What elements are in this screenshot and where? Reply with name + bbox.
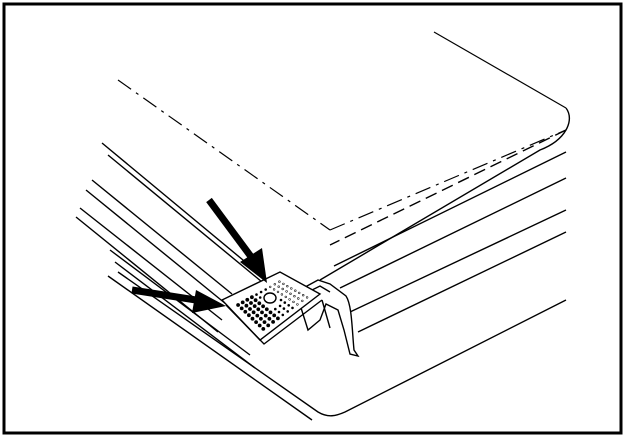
pattern-dot	[273, 283, 276, 286]
pattern-dot	[281, 313, 285, 317]
pattern-dot	[252, 304, 257, 308]
pattern-dot	[255, 293, 258, 296]
pattern-dot	[276, 316, 280, 321]
pattern-dot	[281, 287, 284, 291]
pattern-dot	[279, 298, 283, 302]
pattern-dot	[264, 288, 268, 291]
pattern-dot	[259, 290, 263, 294]
pattern-dot	[289, 292, 292, 295]
screw-hole	[263, 292, 277, 304]
pattern-dot	[282, 307, 286, 310]
pattern-dot	[283, 301, 287, 304]
pattern-dot	[236, 303, 241, 307]
pattern-dot	[248, 307, 252, 311]
pattern-dot	[250, 295, 254, 300]
pattern-dot	[256, 307, 261, 312]
pattern-dot	[291, 306, 294, 310]
pattern-dot	[264, 307, 269, 312]
pattern-dot	[278, 304, 282, 308]
pattern-dot	[278, 280, 281, 283]
pattern-dot	[272, 288, 276, 291]
pattern-dot	[305, 296, 309, 299]
pattern-dot	[271, 320, 275, 324]
dotted-pattern	[236, 280, 309, 331]
pattern-dot	[296, 303, 299, 306]
pattern-dot	[254, 320, 258, 324]
pattern-dot	[272, 313, 277, 318]
pattern-dot	[257, 323, 262, 328]
pattern-dot	[251, 310, 256, 315]
pattern-dot	[259, 316, 263, 321]
pattern-dot	[288, 298, 291, 301]
pattern-dot	[277, 310, 281, 314]
pattern-dot	[255, 313, 260, 318]
pattern-dot	[269, 285, 272, 289]
pattern-dot	[284, 295, 287, 299]
pattern-dot	[261, 327, 266, 331]
pattern-dot	[243, 309, 248, 314]
pattern-dot	[292, 300, 295, 304]
pattern-dot	[286, 310, 290, 313]
pattern-dot	[260, 310, 264, 315]
pattern-dot	[245, 297, 250, 302]
pattern-dot	[293, 295, 296, 298]
frame-layers	[75, 151, 567, 421]
pattern-dot	[250, 316, 255, 321]
pattern-dot	[301, 299, 304, 303]
arrow-icon	[131, 286, 226, 313]
pattern-dot	[267, 316, 272, 321]
pattern-dot	[239, 306, 244, 311]
pattern-dot	[257, 301, 262, 306]
pattern-dot	[297, 297, 300, 300]
pattern-dot	[287, 304, 291, 307]
pattern-dot	[276, 290, 280, 294]
pattern-dot	[302, 294, 305, 297]
pattern-dot	[268, 310, 273, 315]
arrow-icon	[206, 197, 267, 283]
pattern-dot	[263, 313, 268, 318]
pattern-dot	[247, 313, 251, 318]
pattern-dot	[282, 282, 285, 286]
pattern-dot	[298, 291, 301, 295]
pattern-dot	[290, 287, 293, 290]
pattern-dot	[266, 323, 271, 328]
pattern-dot	[249, 301, 253, 305]
pattern-dot	[286, 285, 289, 288]
pattern-dot	[240, 300, 245, 305]
pattern-dot	[280, 293, 284, 296]
pattern-dot	[253, 298, 258, 303]
plate-label-area	[220, 271, 323, 345]
pattern-dot	[274, 307, 277, 311]
pattern-dot	[261, 304, 265, 309]
lid-panel	[101, 107, 571, 283]
pattern-dot	[244, 303, 249, 308]
pattern-dot	[294, 289, 297, 292]
pattern-dot	[277, 285, 280, 288]
pattern-dot	[285, 290, 288, 293]
pattern-dot	[258, 296, 262, 299]
pattern-dot	[262, 320, 267, 324]
panel-outline-dashed	[117, 31, 567, 231]
